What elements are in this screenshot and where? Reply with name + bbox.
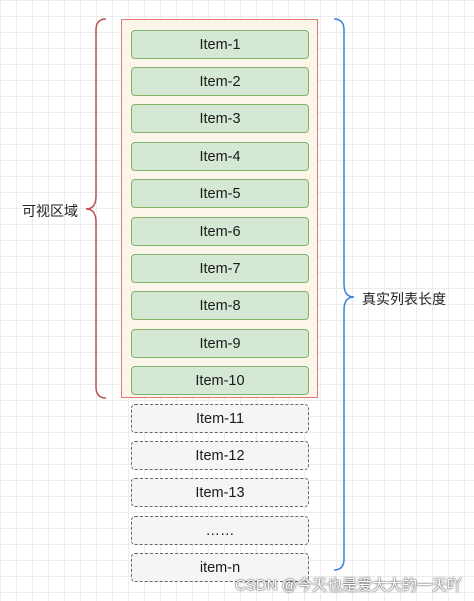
offscreen-list-item: Item-13 [131, 478, 309, 507]
visible-list-item: Item-3 [131, 104, 309, 133]
visible-list-item: Item-10 [131, 366, 309, 395]
offscreen-list-item-last: item-n [131, 553, 309, 582]
visible-list-item: Item-9 [131, 329, 309, 358]
visible-list-item: Item-7 [131, 254, 309, 283]
visible-list-item: Item-2 [131, 67, 309, 96]
watermark: CSDN @今天也是爱大大的一天吖 [235, 577, 462, 594]
visible-region-label: 可视区域 [22, 203, 78, 219]
visible-list-item: Item-1 [131, 30, 309, 59]
offscreen-list-item: Item-12 [131, 441, 309, 470]
total-length-brace [333, 18, 355, 571]
visible-list-item: Item-5 [131, 179, 309, 208]
visible-list-item: Item-6 [131, 217, 309, 246]
offscreen-list-item: Item-11 [131, 404, 309, 433]
visible-list-item: Item-8 [131, 291, 309, 320]
total-length-label: 真实列表长度 [362, 291, 446, 307]
offscreen-list-item-ellipsis: …… [131, 516, 309, 545]
visible-region-brace [85, 18, 107, 399]
visible-list-item: Item-4 [131, 142, 309, 171]
